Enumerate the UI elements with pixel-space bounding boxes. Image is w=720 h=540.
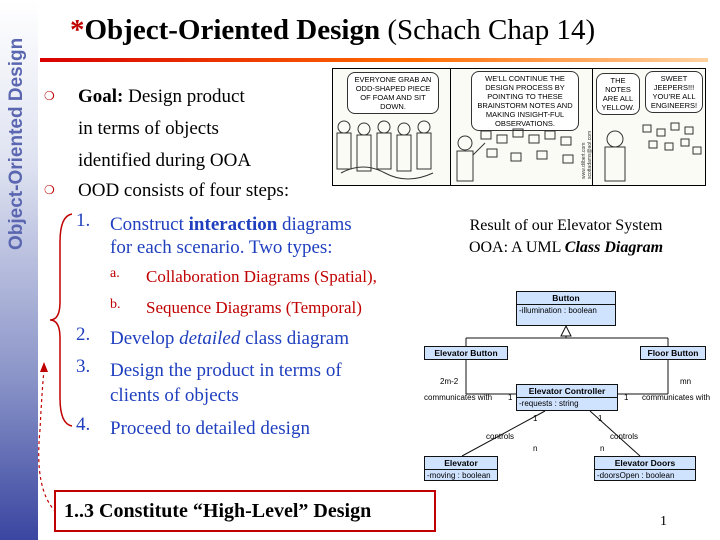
- uml-class-name: Elevator Doors: [595, 457, 695, 470]
- goal-line-3: identified during OOA: [78, 150, 252, 171]
- step-2-post: class diagram: [245, 328, 350, 349]
- step-2: Develop detailed class diagram: [110, 324, 349, 353]
- uml-class-attr: -requests : string: [519, 399, 579, 408]
- title-main: Object-Oriented Design: [84, 14, 381, 46]
- comic-panel-3: THE NOTES ARE ALL YELLOW. SWEET JEEPERS!…: [593, 69, 705, 185]
- comic-bubble-3a: THE NOTES ARE ALL YELLOW.: [596, 73, 640, 115]
- step-2-pre: Develop: [110, 328, 175, 349]
- uml-assoc-label: controls: [610, 432, 639, 441]
- uml-assoc-label: controls: [486, 432, 515, 441]
- uml-multiplicity: mn: [680, 377, 692, 386]
- caption-line-2-pre: OOA: A UML: [468, 239, 561, 256]
- ood-line: OOD consists of four steps:: [78, 180, 290, 201]
- uml-multiplicity: 2m-2: [440, 377, 459, 386]
- step-number: 3.: [76, 356, 91, 377]
- bullet-marker: ❍: [44, 183, 55, 197]
- step-3-line-2: clients of objects: [110, 385, 239, 406]
- caption-line-1: Result of our Elevator System: [469, 217, 663, 234]
- step-number: 2.: [76, 324, 91, 345]
- side-label: Object-Oriented Design: [6, 37, 27, 250]
- step-1-bold: interaction: [188, 214, 278, 235]
- comic-bubble-3b: SWEET JEEPERS!!! YOU'RE ALL ENGINEERS!: [645, 71, 703, 113]
- title-sub: (Schach Chap 14): [387, 14, 596, 46]
- step-1a: Collaboration Diagrams (Spatial),: [146, 267, 377, 286]
- uml-multiplicity: n: [533, 444, 538, 453]
- slide-title: *Object-Oriented Design (Schach Chap 14): [70, 14, 710, 58]
- header-rule: [40, 58, 708, 62]
- goal-label: Goal:: [78, 86, 124, 107]
- caption-line-2: OOA: A UML Class Diagram: [430, 237, 702, 259]
- title-star: *: [70, 14, 85, 46]
- uml-multiplicity: 1: [624, 393, 629, 402]
- uml-multiplicity: 1: [533, 414, 538, 423]
- goal-text-1: Design product: [128, 86, 245, 107]
- step-1-line-2: for each scenario. Two types:: [110, 237, 333, 258]
- uml-class-elevator-controller: Elevator Controller -requests : string: [516, 384, 618, 411]
- step-number: 4.: [76, 414, 91, 435]
- dilbert-comic: EVERYONE GRAB AN ODD-SHAPED PIECE OF FOA…: [332, 68, 706, 186]
- comic-drawing-1: [336, 120, 434, 180]
- step-2-em: detailed: [179, 328, 241, 349]
- uml-class-name: Elevator: [425, 457, 497, 470]
- comic-drawing-2: [456, 128, 574, 182]
- uml-class-attr: -illumination : boolean: [519, 306, 597, 315]
- dashed-arrow: [38, 362, 57, 513]
- uml-class-name: Button: [517, 292, 615, 305]
- uml-class-elevator-button: Elevator Button: [424, 346, 508, 360]
- goal-line-1: Goal: Design product: [78, 82, 245, 111]
- step-1-line-1: Construct interaction diagrams: [110, 210, 352, 239]
- page-number: 1: [660, 514, 667, 529]
- uml-multiplicity: n: [600, 444, 605, 453]
- uml-class-name: Floor Button: [647, 348, 699, 358]
- goal-line-2: in terms of objects: [78, 118, 219, 139]
- step-4: Proceed to detailed design: [110, 418, 310, 439]
- step-1b: Sequence Diagrams (Temporal): [146, 298, 362, 317]
- bullet-marker: ❍: [44, 89, 55, 103]
- caption-line-2-em: Class Diagram: [564, 239, 664, 256]
- uml-class-button: Button -illumination : boolean: [516, 291, 616, 326]
- steps-bracket: [49, 213, 73, 427]
- uml-multiplicity: 1: [598, 414, 603, 423]
- step-letter: a.: [110, 266, 120, 281]
- comic-panel-2: WE'LL CONTINUE THE DESIGN PROCESS BY POI…: [451, 69, 593, 185]
- step-1-post: diagrams: [282, 214, 352, 235]
- uml-class-elevator-doors: Elevator Doors -doorsOpen : boolean: [594, 456, 696, 481]
- uml-class-floor-button: Floor Button: [640, 346, 706, 360]
- uml-class-attr: -moving : boolean: [427, 471, 491, 480]
- comic-drawing-3: [604, 122, 702, 182]
- step-3-line-1: Design the product in terms of: [110, 360, 342, 381]
- high-level-callout: 1..3 Constitute “High-Level” Design: [54, 490, 436, 532]
- comic-bubble-2: WE'LL CONTINUE THE DESIGN PROCESS BY POI…: [471, 71, 579, 131]
- uml-class-name: Elevator Button: [434, 348, 498, 358]
- uml-multiplicity: 1: [508, 393, 513, 402]
- comic-panel-1: EVERYONE GRAB AN ODD-SHAPED PIECE OF FOA…: [333, 69, 451, 185]
- step-1-pre: Construct: [110, 214, 184, 235]
- uml-class-name: Elevator Controller: [517, 385, 617, 398]
- side-band: [0, 0, 38, 540]
- diagram-caption: Result of our Elevator System OOA: A UML…: [430, 215, 702, 259]
- uml-class-attr: -doorsOpen : boolean: [597, 471, 675, 480]
- uml-class-elevator: Elevator -moving : boolean: [424, 456, 498, 481]
- uml-assoc-label: communicates with: [642, 393, 711, 402]
- step-number: 1.: [76, 210, 91, 231]
- step-letter: b.: [110, 297, 121, 312]
- comic-bubble-1: EVERYONE GRAB AN ODD-SHAPED PIECE OF FOA…: [347, 72, 439, 114]
- uml-assoc-label: communicates with: [424, 393, 493, 402]
